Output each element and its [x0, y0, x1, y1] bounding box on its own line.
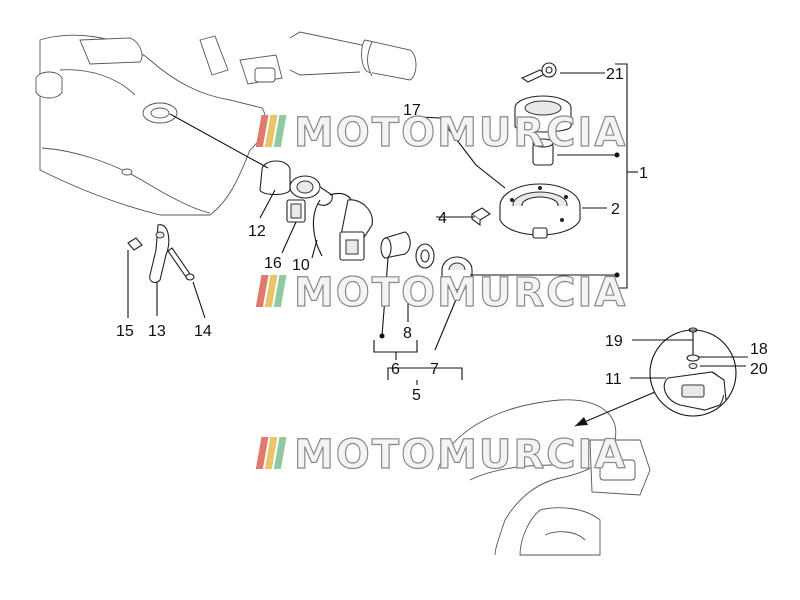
watermark-text: MOTOMURCIA	[294, 270, 627, 316]
watermark-text: MOTOMURCIA	[294, 110, 627, 156]
leader-lines	[127, 63, 748, 427]
callout-21: 21	[606, 66, 624, 83]
callout-2: 2	[611, 201, 620, 218]
callout-7: 7	[430, 361, 439, 378]
callout-10: 10	[292, 257, 310, 274]
watermark-text: MOTOMURCIA	[294, 432, 627, 478]
callout-18: 18	[750, 341, 768, 358]
callout-13: 13	[148, 323, 166, 340]
callout-5: 5	[412, 387, 421, 404]
callout-15: 15	[116, 323, 134, 340]
handlebar-front-shield-drawing	[35, 31, 417, 216]
callout-19: 19	[605, 333, 623, 350]
watermark-stripes	[255, 437, 287, 469]
callout-4: 4	[438, 210, 447, 227]
watermark-stripes	[255, 115, 287, 147]
callout-11: 11	[605, 371, 622, 388]
callout-1: 1	[639, 165, 648, 182]
watermark-stripes	[255, 275, 287, 307]
callout-14: 14	[194, 323, 212, 340]
callout-17: 17	[403, 102, 421, 119]
callout-labels: 21 17 1 2 4 12 16 10 15 13 14 8 6 7 5 19…	[116, 66, 768, 404]
callout-8: 8	[403, 325, 412, 342]
watermark: MOTOMURCIA	[255, 269, 627, 317]
callout-20: 20	[750, 361, 768, 378]
watermark: MOTOMURCIA	[255, 431, 627, 479]
callout-12: 12	[248, 223, 266, 240]
scooter-rear-seat-drawing	[437, 327, 727, 556]
callout-6: 6	[391, 361, 400, 378]
ignition-lock-parts-drawing	[259, 160, 473, 291]
key-icon	[520, 69, 547, 83]
fuel-cap-assembly-drawing	[471, 62, 581, 239]
callout-16: 16	[264, 255, 282, 272]
lever-parts-drawing	[127, 224, 195, 284]
watermark: MOTOMURCIA	[255, 109, 627, 157]
